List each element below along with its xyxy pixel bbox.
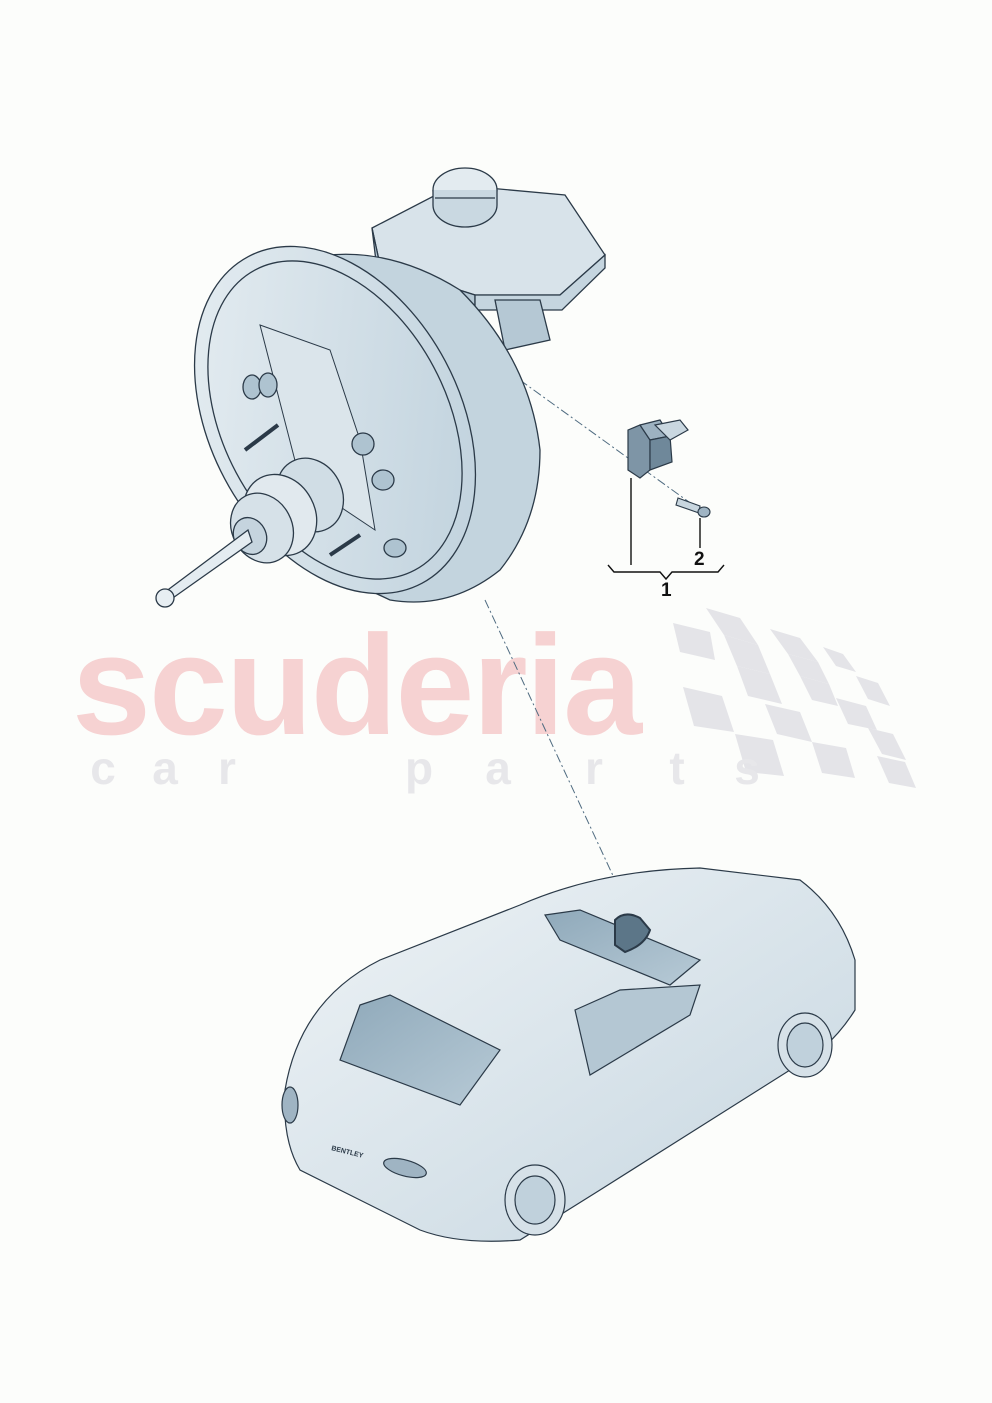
- callout-1: 1: [661, 580, 672, 601]
- pressure-sensor: [627, 419, 689, 479]
- bolt: [675, 497, 711, 518]
- callout-2: 2: [694, 549, 705, 570]
- watermark-brand: scuderia: [72, 606, 642, 765]
- callout-leaders: [607, 478, 725, 581]
- vehicle-locator: [281, 867, 856, 1242]
- brake-servo: [155, 245, 541, 608]
